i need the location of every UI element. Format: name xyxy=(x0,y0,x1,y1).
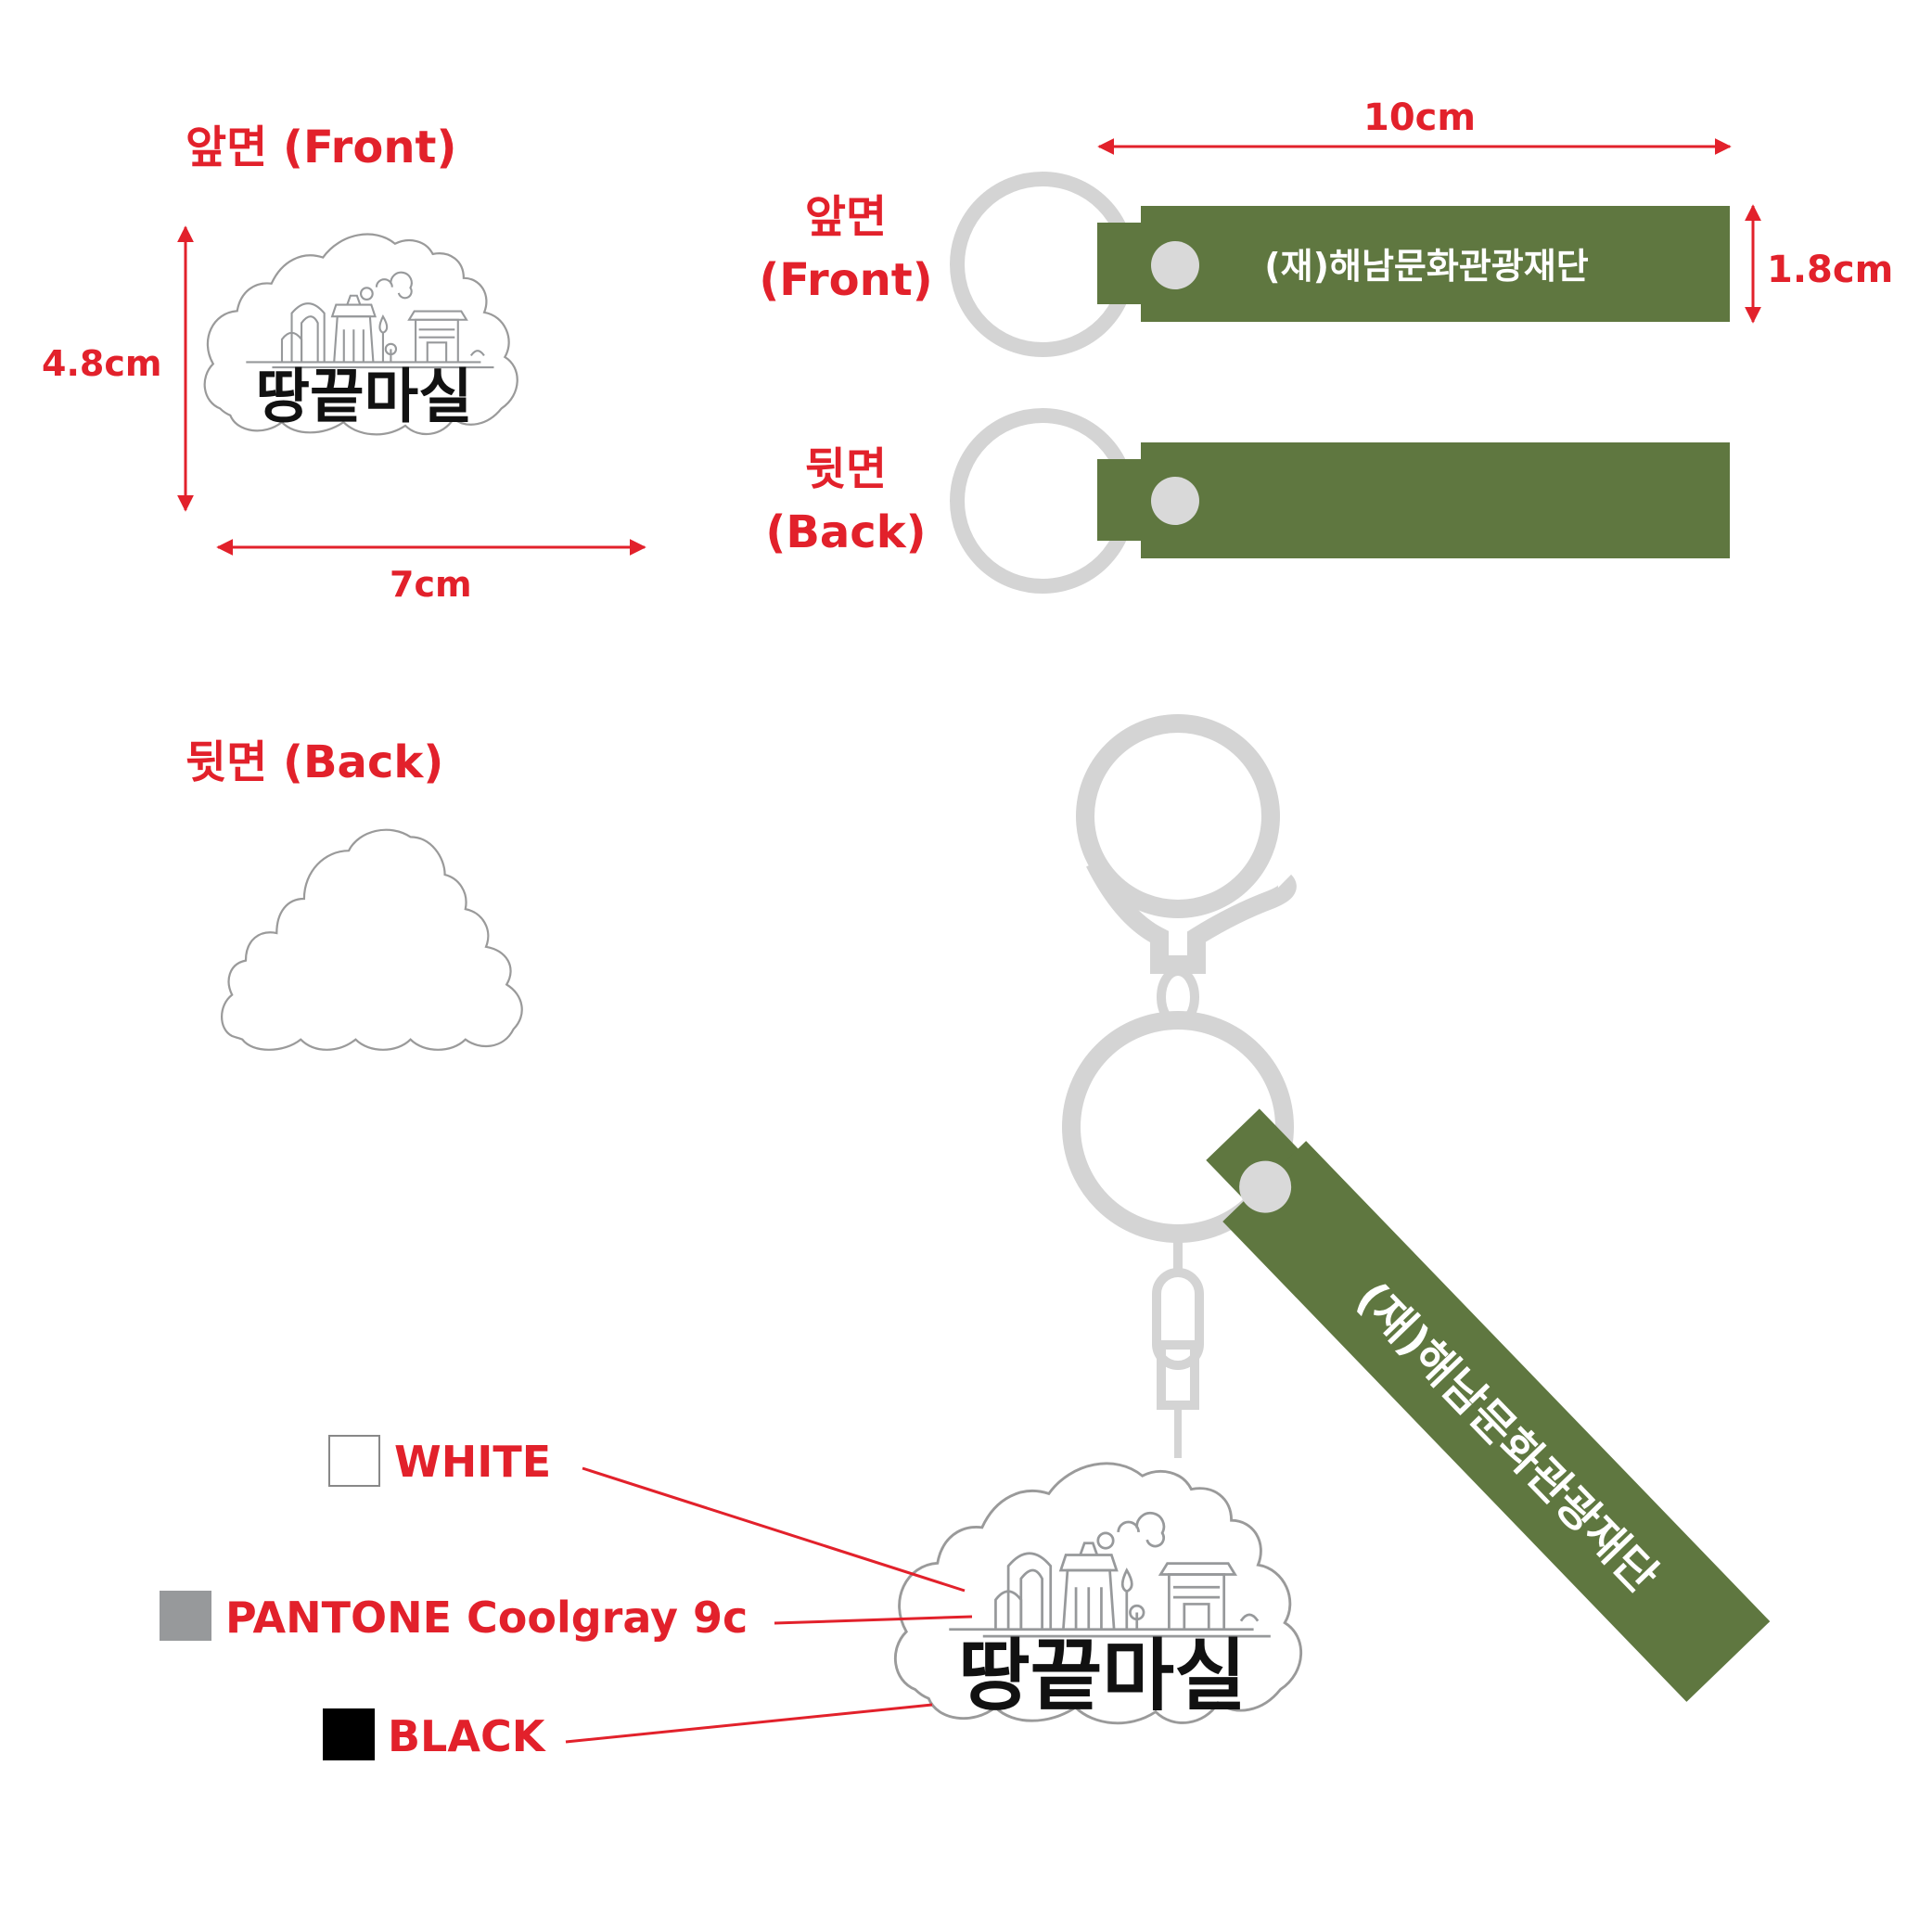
strap-front-label-2: (Front) xyxy=(759,254,932,306)
rivet xyxy=(1239,1160,1292,1213)
legend-coolgray-label: PANTONE Coolgray 9c xyxy=(225,1593,748,1643)
front-title: 앞면 (Front) xyxy=(186,122,456,173)
lobster-clasp xyxy=(1086,858,1297,974)
swivel xyxy=(1152,1268,1204,1370)
assembled-acrylic: 땅끝마실 xyxy=(893,1462,1303,1725)
strap-front: (재)해남문화관광재단 xyxy=(950,172,1730,357)
rivet xyxy=(1151,477,1199,525)
strap-height-label: 1.8cm xyxy=(1767,249,1893,291)
assembled-strap-text: (재)해남문화관광재단 xyxy=(1346,1272,1668,1602)
assembled-brand-text: 땅끝마실 xyxy=(958,1630,1247,1721)
leader-white xyxy=(582,1466,966,1593)
back-acrylic xyxy=(220,828,523,1051)
strap-length-label: 10cm xyxy=(1363,96,1476,139)
leader-black xyxy=(565,1703,933,1744)
color-legend: WHITE PANTONE Coolgray 9c BLACK xyxy=(160,1435,973,1761)
strap-back-label-1: 뒷면 xyxy=(805,443,887,495)
swatch-black xyxy=(323,1708,375,1760)
front-acrylic: 땅끝마실 xyxy=(203,233,518,436)
rivet xyxy=(1151,241,1199,289)
swatch-white xyxy=(328,1435,380,1487)
strap-back xyxy=(950,408,1730,594)
front-width-label: 7cm xyxy=(390,564,472,605)
strap-front-text: (재)해남문화관광재단 xyxy=(1264,246,1588,287)
front-height-label: 4.8cm xyxy=(42,343,161,384)
back-title: 뒷면 (Back) xyxy=(186,736,443,788)
strap-front-label-1: 앞면 xyxy=(805,191,887,243)
legend-white-label: WHITE xyxy=(394,1437,551,1487)
front-brand-text: 땅끝마실 xyxy=(256,362,473,431)
assembled-keyring: (재)해남문화관광재단 땅끝마실 xyxy=(893,714,1771,1725)
leader-coolgray xyxy=(774,1615,973,1625)
strap-back-label-2: (Back) xyxy=(765,506,926,558)
clasp-ring xyxy=(1076,714,1280,918)
swatch-coolgray xyxy=(160,1591,211,1641)
legend-black-label: BLACK xyxy=(388,1711,547,1761)
